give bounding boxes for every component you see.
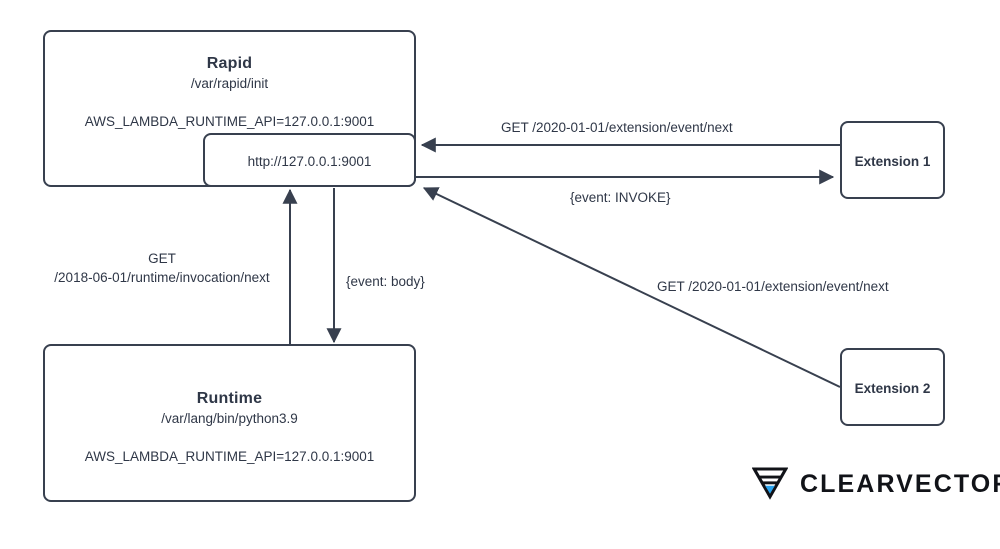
clearvector-chevron-icon [751,464,789,505]
edge-label-ext1-get: GET /2020-01-01/extension/event/next [499,118,735,137]
node-rapid-env: AWS_LAMBDA_RUNTIME_API=127.0.0.1:9001 [84,114,375,129]
node-runtime-title: Runtime [196,390,263,407]
node-rapid-subtitle: /var/rapid/init [190,76,269,91]
node-runtime-env: AWS_LAMBDA_RUNTIME_API=127.0.0.1:9001 [84,449,375,464]
node-extension-1-label: Extension 1 [854,154,931,169]
node-rapid-title: Rapid [206,55,253,72]
edge-label-ext1-invoke: {event: INVOKE} [568,188,673,207]
edge-label-ext2-get: GET /2020-01-01/extension/event/next [655,277,891,296]
node-endpoint-http[interactable]: http://127.0.0.1:9001 [203,133,416,187]
edge-label-runtime-get: GET /2018-06-01/runtime/invocation/next [38,249,286,287]
edge-label-event-body: {event: body} [344,272,427,291]
node-rapid[interactable]: Rapid /var/rapid/init AWS_LAMBDA_RUNTIME… [43,30,416,187]
edge-label-runtime-get-line1: GET [148,251,176,266]
node-extension-2-label: Extension 2 [854,381,931,396]
brand-wordmark: CLEARVECTOR [800,470,1000,498]
node-endpoint-label: http://127.0.0.1:9001 [247,154,372,169]
node-runtime-subtitle: /var/lang/bin/python3.9 [161,411,298,426]
edge-label-runtime-get-line2: /2018-06-01/runtime/invocation/next [54,270,270,285]
node-runtime[interactable]: Runtime /var/lang/bin/python3.9 AWS_LAMB… [43,344,416,502]
node-extension-1[interactable]: Extension 1 [840,121,945,199]
brand-logo: CLEARVECTOR [751,464,1000,505]
node-extension-2[interactable]: Extension 2 [840,348,945,426]
